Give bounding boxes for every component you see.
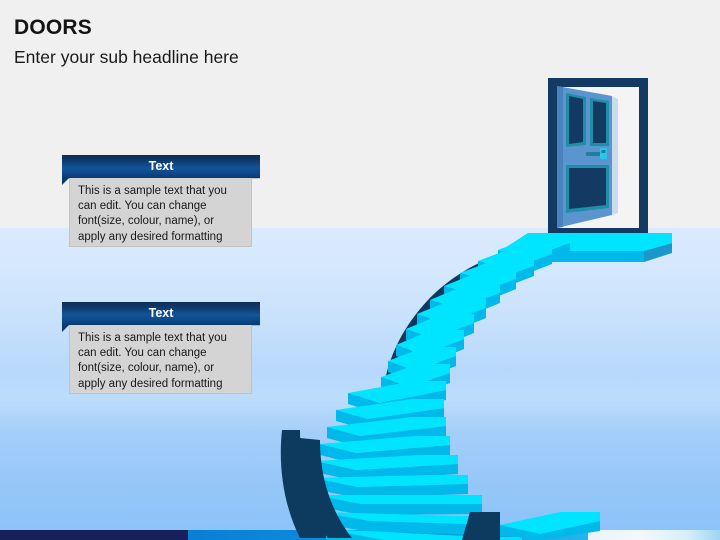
callout-body-1[interactable]: This is a sample text that you can edit.… (69, 178, 252, 247)
callout-header-1: Text (62, 155, 260, 178)
callout-notch-1 (62, 178, 69, 185)
step-riser (320, 444, 356, 464)
callout-body-2[interactable]: This is a sample text that you can edit.… (69, 325, 252, 394)
floor-segment-navy (0, 530, 188, 540)
door-panel-lower (569, 168, 606, 209)
step-riser (358, 484, 468, 498)
stair-foot-shadow (462, 512, 500, 540)
door-panel-upper-right (593, 101, 606, 143)
step-riser (500, 525, 540, 540)
door-frame-top (548, 78, 648, 87)
door-frame-bottom (548, 228, 648, 236)
door-group (548, 78, 648, 236)
door-frame-right (639, 78, 648, 236)
step-top (348, 381, 446, 403)
door-frame-left (548, 78, 557, 236)
callout-notch-2 (62, 325, 69, 332)
door-handle-keyhole (601, 150, 606, 153)
step-top (318, 512, 500, 525)
door-panel-upper-left (569, 96, 583, 144)
floor-segment-pale (588, 530, 720, 540)
stair-steps (313, 234, 600, 540)
page-subtitle: Enter your sub headline here (14, 47, 239, 67)
step-top (314, 495, 482, 504)
page-title: DOORS (14, 16, 93, 39)
step-top (320, 436, 450, 453)
landing-right-face (644, 243, 672, 262)
door-leaf-hinge-shade (557, 86, 563, 228)
step-top (327, 417, 446, 436)
step-top (500, 512, 600, 534)
step-top (315, 455, 458, 470)
step-top (406, 314, 474, 339)
step-top (396, 330, 464, 355)
step-top (388, 347, 456, 371)
door-handle-lever (586, 152, 604, 156)
step-top (336, 399, 444, 419)
step-top (381, 364, 450, 387)
step-riser (315, 461, 356, 481)
step-riser (540, 521, 600, 540)
stair-inner-shadow (299, 438, 352, 538)
step-riser (362, 504, 482, 515)
callout-header-2: Text (62, 302, 260, 325)
door-handle-knob (600, 148, 607, 159)
step-top (313, 475, 468, 487)
door-leaf-edge (612, 96, 618, 215)
